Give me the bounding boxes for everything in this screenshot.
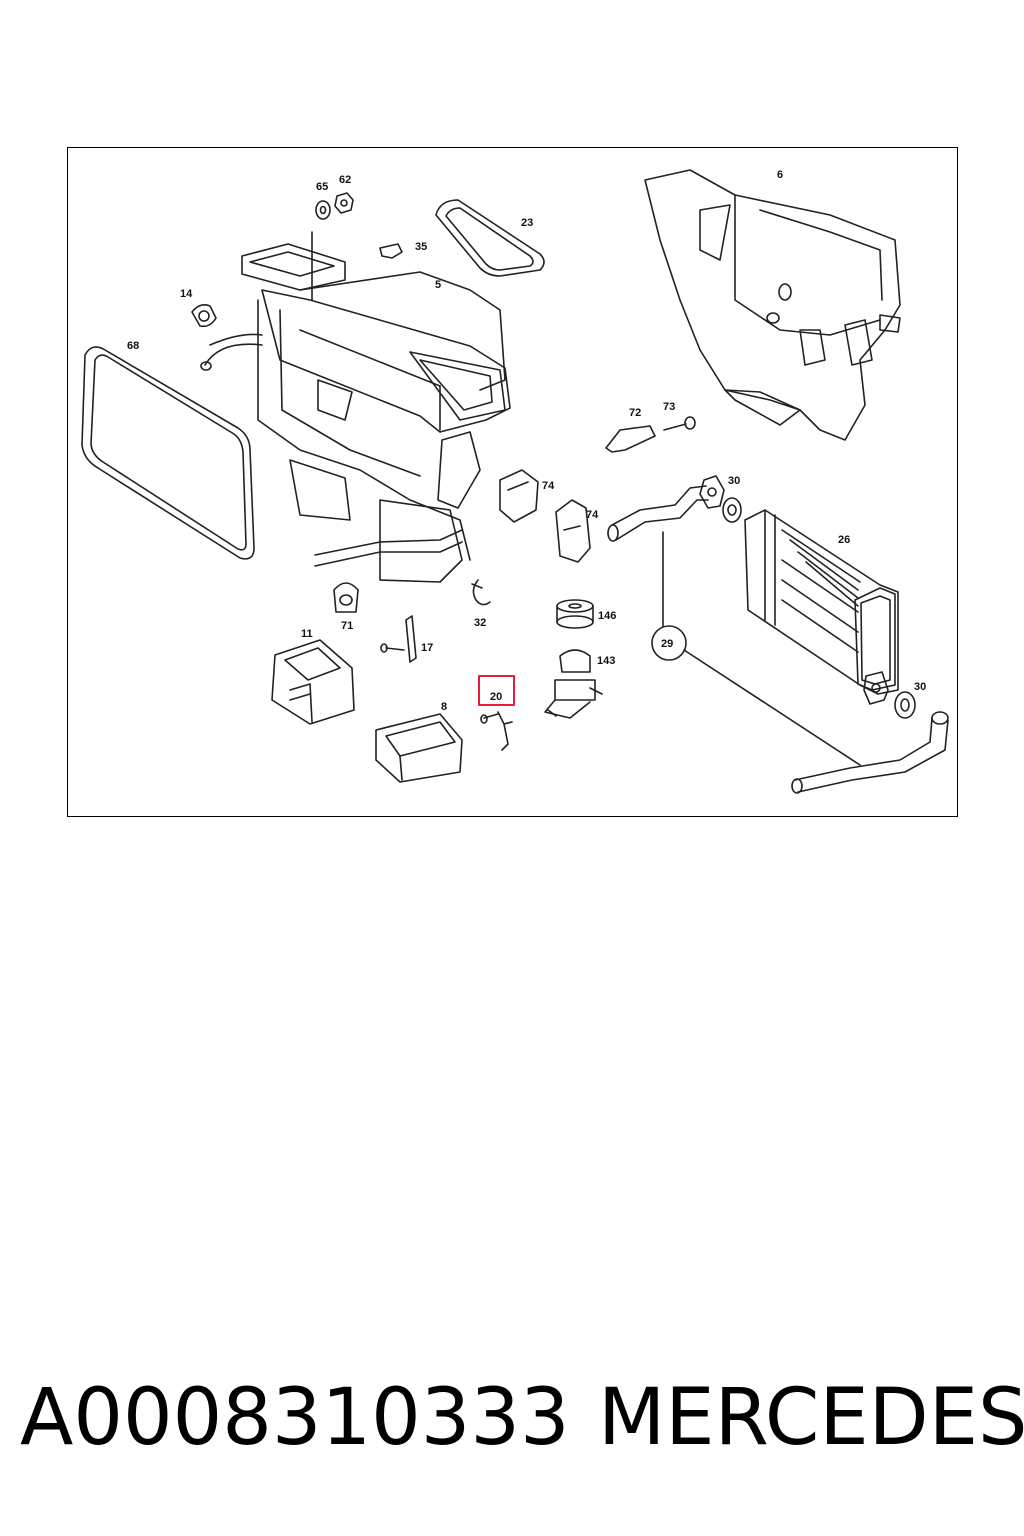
part-72-bracket	[605, 425, 656, 453]
part-20-pin	[480, 711, 513, 751]
callout-14: 14	[180, 288, 193, 300]
callout-11: 11	[301, 628, 313, 640]
callout-5: 5	[435, 279, 441, 291]
part-5-housing	[200, 231, 511, 583]
part-8-flap-housing	[375, 713, 463, 783]
callout-74-upper: 74	[542, 480, 555, 492]
callout-74-lower: 74	[586, 509, 599, 521]
part-23-seal	[435, 199, 545, 277]
callout-65: 65	[316, 181, 328, 193]
part-146-bushing	[556, 599, 594, 629]
callout-30-upper: 30	[728, 475, 740, 487]
part-65-washer	[315, 200, 331, 220]
callout-6: 6	[777, 169, 783, 181]
caption-bar: A0008310333 MERCEDES	[0, 1372, 1024, 1472]
part-62-nut	[334, 192, 354, 214]
callout-72: 72	[629, 407, 641, 419]
callout-8: 8	[441, 701, 447, 713]
exploded-parts-diagram: 65 62 23 35 5 14 68 6 72 73 74 74 30 26 …	[81, 169, 949, 794]
part-17-lever	[380, 615, 417, 663]
callout-17: 17	[421, 642, 433, 654]
part-35-clip	[379, 243, 403, 259]
part-pipe-lower	[791, 711, 949, 794]
callout-73: 73	[663, 401, 675, 413]
part-68-gasket	[81, 346, 255, 560]
callout-62: 62	[339, 174, 351, 186]
callout-146: 146	[598, 610, 616, 622]
callout-29: 29	[661, 638, 673, 650]
part-73-screw	[663, 416, 696, 431]
part-32-clip	[471, 579, 491, 606]
part-30-gasket-lower	[894, 691, 916, 719]
part-14-clip	[191, 304, 217, 328]
callout-20: 20	[490, 691, 502, 703]
part-71-grommet	[333, 582, 359, 613]
part-29-callout	[651, 531, 861, 766]
part-pipe-upper	[607, 485, 709, 542]
highlight-box-part-20	[478, 675, 515, 706]
callout-143: 143	[597, 655, 615, 667]
callout-68: 68	[127, 340, 139, 352]
part-30-flange-upper	[699, 475, 725, 509]
part-143-valve	[544, 649, 603, 719]
part-30-gasket-upper	[722, 497, 742, 523]
part-6-cover	[644, 169, 901, 441]
part-number-text: A0008310333	[20, 1373, 570, 1463]
part-11-actuator	[271, 639, 355, 725]
callout-30-lower: 30	[914, 681, 926, 693]
callout-23: 23	[521, 217, 533, 229]
part-26-heater-core	[744, 509, 899, 695]
callout-26: 26	[838, 534, 850, 546]
part-74-bracket-b	[555, 499, 591, 563]
part-30-flange-lower	[863, 671, 889, 705]
parts-diagram-frame	[67, 147, 958, 817]
part-74-bracket-a	[499, 469, 539, 523]
callout-71: 71	[341, 620, 353, 632]
callout-32: 32	[474, 617, 486, 629]
callout-35: 35	[415, 241, 427, 253]
brand-text: MERCEDES	[598, 1373, 1024, 1463]
